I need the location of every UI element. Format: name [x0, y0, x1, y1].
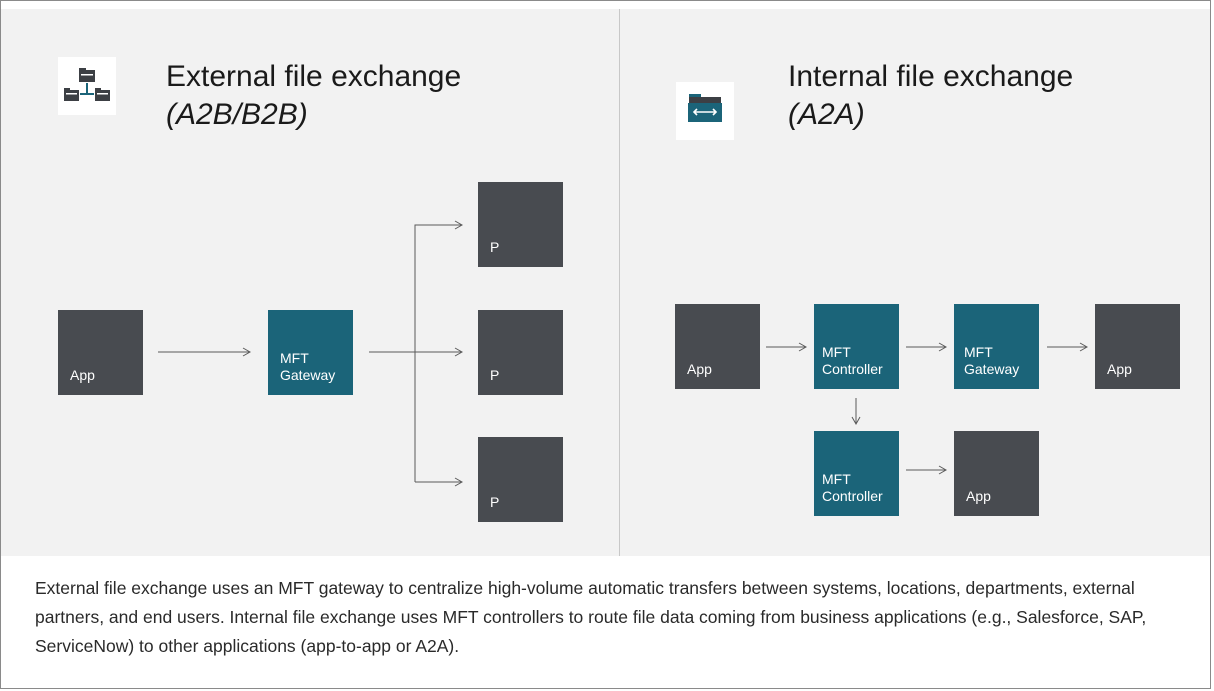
node-mft-gateway-internal: MFT Gateway: [954, 304, 1039, 389]
node-partner-2: P: [478, 310, 563, 395]
internal-title: Internal file exchange: [788, 60, 1074, 93]
node-partner-3-label: P: [490, 494, 500, 510]
internal-subtitle: (A2A): [788, 98, 865, 131]
node-mft-gateway-label: MFT Gateway: [280, 350, 336, 383]
node-partner-2-label: P: [490, 367, 500, 383]
node-mft-controller-1-label: MFT Controller: [822, 344, 883, 377]
external-heading: External file exchange (A2B/B2B): [166, 58, 461, 134]
node-mft-controller-1: MFT Controller: [814, 304, 899, 389]
node-app-label: App: [70, 367, 95, 383]
node-app-lower-label: App: [966, 488, 991, 504]
node-app: App: [58, 310, 143, 395]
node-mft-gateway-internal-label: MFT Gateway: [964, 344, 1020, 377]
panel-divider: [619, 9, 620, 556]
node-partner-3: P: [478, 437, 563, 522]
node-mft-gateway: MFT Gateway: [268, 310, 353, 395]
external-title: External file exchange: [166, 60, 462, 93]
node-app-source-label: App: [687, 361, 712, 377]
folder-transfer-icon: [676, 82, 734, 140]
node-app-source: App: [675, 304, 760, 389]
node-app-lower: App: [954, 431, 1039, 516]
internal-heading: Internal file exchange (A2A): [788, 58, 1073, 134]
node-app-target-label: App: [1107, 361, 1132, 377]
node-mft-controller-2-label: MFT Controller: [822, 471, 883, 504]
folder-network-icon: [58, 57, 116, 115]
node-mft-controller-2: MFT Controller: [814, 431, 899, 516]
node-partner-1-label: P: [490, 239, 500, 255]
node-app-target: App: [1095, 304, 1180, 389]
branch-trunk: [414, 224, 462, 482]
node-partner-1: P: [478, 182, 563, 267]
external-subtitle: (A2B/B2B): [166, 98, 308, 131]
figure-caption: External file exchange uses an MFT gatew…: [35, 578, 1147, 656]
